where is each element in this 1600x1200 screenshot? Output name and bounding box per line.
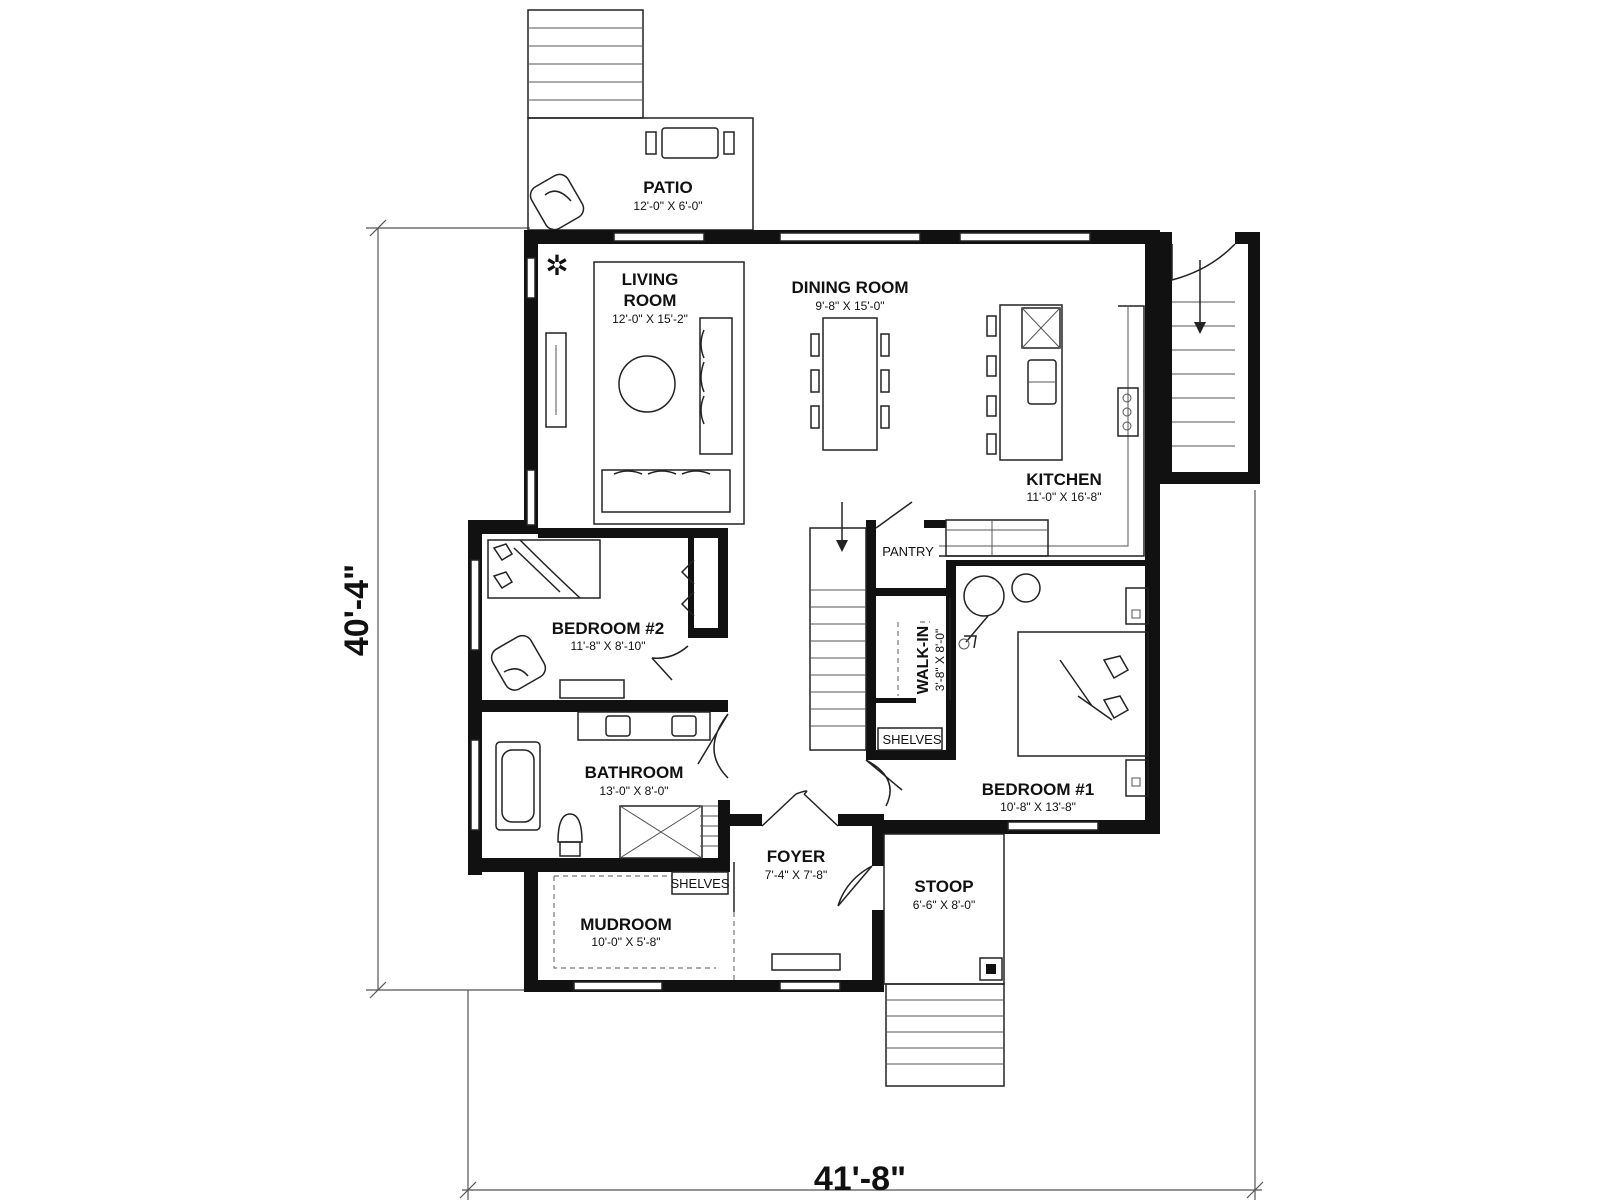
kitchen-size: 11'-0" X 16'-8"	[1027, 490, 1102, 504]
bedroom1-size: 10'-8" X 13'-8"	[1000, 800, 1076, 814]
stoop-size: 6'-6" X 8'-0"	[913, 898, 975, 912]
mudroom-fixtures	[553, 862, 735, 969]
living-room-size: 12'-0" X 15'-2"	[612, 312, 688, 326]
walkin-shelves-label: SHELVES	[882, 732, 941, 747]
dining-room-size: 9'-8" X 15'-0"	[815, 299, 884, 313]
bathroom-label: BATHROOM	[585, 763, 684, 782]
foyer-size: 7'-4" X 7'-8"	[765, 868, 827, 882]
living-room-label-line2: ROOM	[624, 291, 677, 310]
patio-lounge-chair-icon	[529, 173, 585, 231]
stoop-label: STOOP	[914, 877, 973, 896]
patio-table-icon	[645, 127, 735, 159]
pantry-label: PANTRY	[882, 544, 934, 559]
bedroom2-label: BEDROOM #2	[552, 619, 664, 638]
interior-stairs	[809, 501, 913, 751]
living-room-label-line1: LIVING	[622, 270, 679, 289]
bathroom-size: 13'-0" X 8'-0"	[599, 784, 668, 798]
mudroom-label: MUDROOM	[580, 915, 672, 934]
dining-room-label: DINING ROOM	[791, 278, 908, 297]
bedroom1-label: BEDROOM #1	[982, 780, 1094, 799]
living-room-furniture: ✲	[545, 250, 745, 525]
stoop-area	[883, 833, 1005, 1087]
bedroom2-furniture	[487, 539, 695, 699]
walkin-size: 3'-8" X 8'-0"	[933, 629, 947, 691]
exterior-stair-area	[1160, 232, 1260, 484]
foyer-label: FOYER	[767, 847, 826, 866]
windows	[470, 232, 1099, 991]
kitchen-label: KITCHEN	[1026, 470, 1102, 489]
kitchen-fixtures	[939, 304, 1145, 557]
dimension-lines	[366, 219, 1264, 1200]
overall-depth-dimension: 40'-4"	[338, 564, 376, 656]
bedroom2-size: 11'-8" X 8'-10"	[571, 639, 646, 653]
sofa-bottom-icon	[601, 469, 731, 513]
patio-stairs	[528, 27, 643, 101]
patio-size: 12'-0" X 6'-0"	[633, 199, 702, 213]
plant-icon: ✲	[545, 250, 568, 281]
dining-table-icon	[810, 317, 890, 451]
foyer-fixtures	[733, 759, 903, 980]
mudroom-shelves-label: SHELVES	[670, 876, 729, 891]
bedroom1-furniture	[958, 573, 1149, 797]
walkin-label: WALK-IN	[915, 626, 932, 694]
overall-width-dimension: 41'-8"	[814, 1160, 906, 1198]
sofa-right-icon	[699, 317, 733, 455]
bathroom-fixtures	[495, 711, 729, 859]
mudroom-size: 10'-0" X 5'-8"	[591, 935, 660, 949]
walkin-fixtures	[877, 598, 951, 751]
patio-label: PATIO	[643, 178, 692, 197]
